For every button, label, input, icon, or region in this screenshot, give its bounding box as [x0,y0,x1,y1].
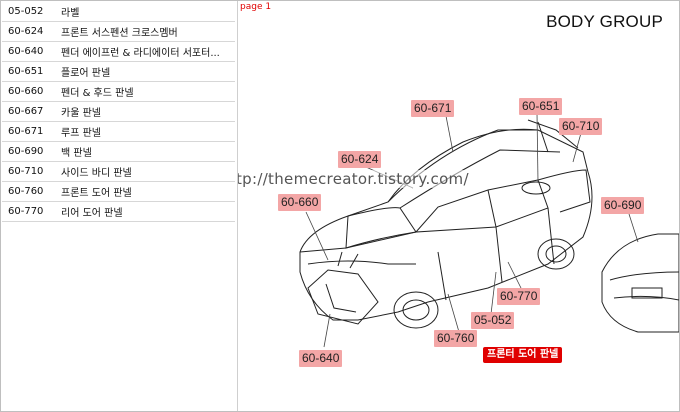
part-code: 60-624 [8,26,44,37]
list-item[interactable]: 05-052 라벨 [2,2,235,22]
part-name: 리어 도어 판넬 [61,208,123,219]
part-name: 플로어 판넬 [61,68,111,79]
list-item[interactable]: 60-640 펜더 에이프런 & 라디에이터 서포터... [2,42,235,62]
body-diagram: page 1 BODY GROUP [238,2,679,411]
callout-60-760[interactable]: 60-760 [434,330,478,347]
part-code: 60-667 [8,106,44,117]
part-code: 60-690 [8,146,44,157]
part-code: 60-760 [8,186,44,197]
page-label: page 1 [240,2,272,12]
part-name: 펜더 에이프런 & 라디에이터 서포터... [61,48,220,59]
callout-60-710[interactable]: 60-710 [559,118,603,135]
part-name: 백 판넬 [61,148,92,159]
callout-60-651[interactable]: 60-651 [519,98,563,115]
part-code: 60-640 [8,46,44,57]
list-item[interactable]: 60-660 펜더 & 후드 판넬 [2,82,235,102]
list-item[interactable]: 60-651 플로어 판넬 [2,62,235,82]
callout-60-770[interactable]: 60-770 [497,288,541,305]
part-code: 05-052 [8,6,44,17]
panel-divider [237,1,238,411]
hover-tooltip-badge: 프론터 도어 판넬 [483,347,563,363]
part-code: 60-770 [8,206,44,217]
part-name: 카울 판넬 [61,108,101,119]
list-item[interactable]: 60-770 리어 도어 판넬 [2,202,235,222]
list-item[interactable]: 60-690 백 판넬 [2,142,235,162]
list-item[interactable]: 60-624 프론트 서스펜션 크로스멤버 [2,22,235,42]
part-name: 라벨 [61,8,80,19]
list-item[interactable]: 60-671 루프 판넬 [2,122,235,142]
part-code: 60-651 [8,66,44,77]
group-title: BODY GROUP [546,12,663,31]
part-name: 펜더 & 후드 판넬 [61,88,134,99]
part-name: 루프 판넬 [61,128,101,139]
part-code: 60-710 [8,166,44,177]
list-item[interactable]: 60-710 사이드 바디 판넬 [2,162,235,182]
part-name: 사이드 바디 판넬 [61,168,132,179]
part-index-list: 05-052 라벨 60-624 프론트 서스펜션 크로스멤버 60-640 펜더 에… [2,2,235,222]
callout-05-052[interactable]: 05-052 [471,312,515,329]
part-name: 프론트 서스펜션 크로스멤버 [61,28,178,39]
callout-60-640[interactable]: 60-640 [299,350,343,367]
list-item[interactable]: 60-667 카울 판넬 [2,102,235,122]
part-code: 60-671 [8,126,44,137]
watermark-text: http://themecreator.tistory.com/ [238,170,471,188]
callout-60-624[interactable]: 60-624 [338,151,382,168]
callout-60-660[interactable]: 60-660 [278,194,322,211]
part-name: 프론트 도어 판넬 [61,188,132,199]
callout-60-690[interactable]: 60-690 [601,197,645,214]
part-code: 60-660 [8,86,44,97]
list-item[interactable]: 60-760 프론트 도어 판넬 [2,182,235,202]
callout-60-671[interactable]: 60-671 [411,100,455,117]
car-illustration [299,112,679,348]
